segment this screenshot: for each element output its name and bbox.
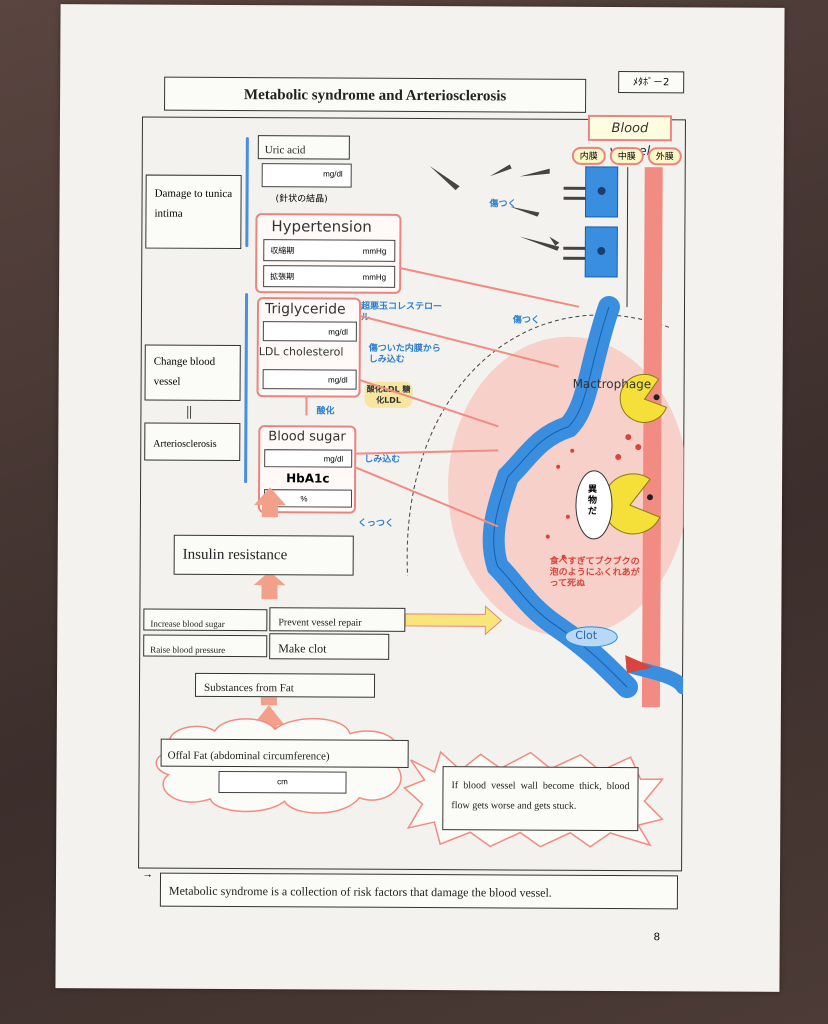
insulin-box: Insulin resistance <box>173 534 354 576</box>
raise-bp-box: Raise blood pressure <box>143 634 268 658</box>
make-clot-box: Make clot <box>269 633 390 660</box>
cell-spikes <box>563 186 586 260</box>
substances-label: Substances from Fat <box>203 681 294 695</box>
line-hyp <box>398 266 580 308</box>
prevent-label: Prevent vessel repair <box>278 617 362 629</box>
line-sugar2 <box>355 466 499 528</box>
uric-crystals <box>429 164 560 251</box>
line-tg <box>358 314 559 368</box>
nucleus-1 <box>597 186 606 195</box>
page-number: 8 <box>653 931 660 944</box>
ldl-dots <box>545 434 642 559</box>
substances-box: Substances from Fat <box>194 672 376 698</box>
make-clot-label: Make clot <box>278 641 327 656</box>
macrophage-eye-2 <box>647 494 654 501</box>
inc-sugar-label: Increase blood sugar <box>150 618 225 629</box>
arrow-up-2 <box>253 571 286 600</box>
clot-red <box>625 655 654 674</box>
inc-sugar-box: Increase blood sugar <box>143 608 268 632</box>
line-sugar1 <box>356 449 499 455</box>
summary-box: Metabolic syndrome is a collection of ri… <box>159 872 679 910</box>
clot-shape <box>564 626 618 648</box>
cm-field[interactable]: cm <box>218 770 347 794</box>
arrow-up-1 <box>253 487 286 518</box>
footer-arrow: → <box>141 868 154 881</box>
document-page: Metabolic syndrome and Arteriosclerosis … <box>55 4 785 992</box>
thick-note-box: If blood vessel wall become thick, blood… <box>442 766 639 832</box>
vessel-diagram <box>406 164 687 708</box>
macrophage-eye-1 <box>653 394 660 401</box>
prevent-box: Prevent vessel repair <box>269 607 406 632</box>
cm-unit: cm <box>277 777 288 787</box>
nucleus-2 <box>597 246 606 255</box>
vessel-wall <box>641 167 663 708</box>
offal-label: Offal Fat (abdominal circumference) <box>167 749 330 763</box>
damaged-intima-edge <box>493 306 628 688</box>
macrophage-1 <box>619 373 668 423</box>
line-ldl <box>358 378 499 428</box>
thick-note: If blood vessel wall become thick, blood… <box>451 780 630 812</box>
insulin-label: Insulin resistance <box>182 546 288 564</box>
arrow-right-yellow <box>404 605 503 636</box>
media-line <box>626 167 629 308</box>
speech-bubble <box>575 470 613 540</box>
summary-text: Metabolic syndrome is a collection of ri… <box>168 883 552 900</box>
raise-bp-label: Raise blood pressure <box>150 644 226 655</box>
offal-box: Offal Fat (abdominal circumference) <box>160 738 409 768</box>
